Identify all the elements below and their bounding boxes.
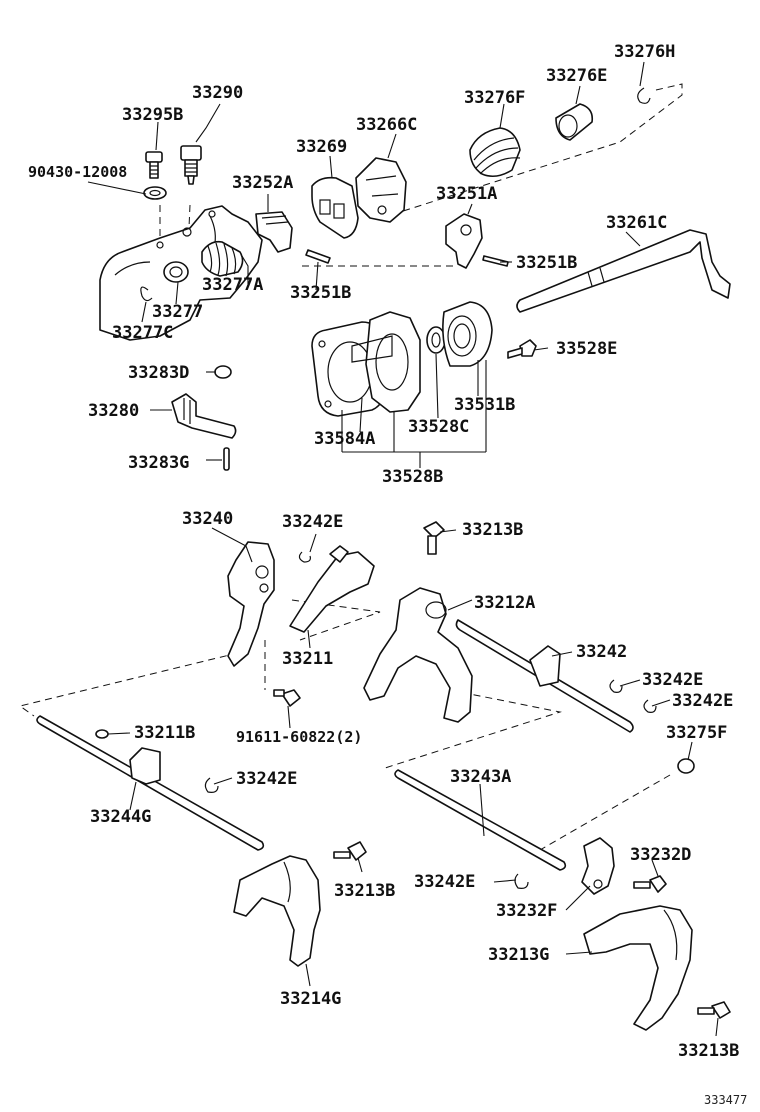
bolt-91611-60822	[273, 689, 301, 707]
callout-33277c: 33277C	[112, 323, 173, 343]
callout-33244g: 33244G	[90, 807, 151, 827]
clip-33242e-5	[514, 873, 529, 889]
callout-33261c: 33261C	[606, 213, 667, 233]
plug-33275f	[677, 758, 695, 774]
callout-33213b-1: 33213B	[462, 520, 523, 540]
callout-33242e-4: 33242E	[236, 769, 297, 789]
shaft-33244g	[36, 715, 265, 851]
callout-33251a: 33251A	[436, 184, 497, 204]
callout-labels: 33276H 33276E 33290 33276F 33295B 33266C…	[28, 42, 747, 1107]
callout-33211: 33211	[282, 649, 333, 669]
callout-33275f: 33275F	[666, 723, 727, 743]
clip-33242e-3	[643, 699, 657, 713]
callout-33290: 33290	[192, 83, 243, 103]
shaft-33243a	[394, 769, 567, 871]
callout-33242e-1: 33242E	[282, 512, 343, 532]
callout-33251b: 33251B	[290, 283, 351, 303]
holder-33252a	[255, 211, 293, 253]
gasket-90430	[143, 186, 167, 200]
callout-33276f: 33276F	[464, 88, 525, 108]
callout-33213b-2: 33213B	[334, 881, 395, 901]
shaft-33261c	[516, 229, 731, 313]
callout-33213g: 33213G	[488, 945, 549, 965]
callout-33277a: 33277A	[202, 275, 263, 295]
clip-33242e-1	[298, 551, 311, 563]
callout-33243a: 33243A	[450, 767, 511, 787]
pin-33251b-right	[482, 255, 509, 267]
callout-33251b-top: 33251B	[516, 253, 577, 273]
callout-33232d: 33232D	[630, 845, 691, 865]
callout-91611-60822: 91611-60822(2)	[236, 728, 362, 746]
callout-33277: 33277	[152, 302, 203, 322]
callout-33242: 33242	[576, 642, 627, 662]
callout-33276h: 33276H	[614, 42, 675, 62]
leader-lines	[87, 61, 719, 1037]
plug-33283d	[214, 365, 232, 379]
pin-33211b	[95, 729, 109, 739]
bolt-33232d	[633, 875, 667, 893]
callout-33283g: 33283G	[128, 453, 189, 473]
pin-33283g	[223, 447, 230, 471]
plug-33295b	[145, 151, 163, 179]
bolt-33528e	[507, 339, 537, 359]
pin-33251b-left	[305, 249, 331, 264]
callout-90430-12008: 90430-12008	[28, 163, 127, 181]
callout-33242e-3: 33242E	[672, 691, 733, 711]
callout-33528c: 33528C	[408, 417, 469, 437]
spring-33277a	[201, 240, 244, 277]
spring-33276f	[469, 127, 521, 178]
bearing-33531b	[442, 301, 493, 367]
callout-33252a: 33252A	[232, 173, 293, 193]
callout-33240: 33240	[182, 509, 233, 529]
shaft-33242	[455, 619, 634, 733]
callout-33242e-5: 33242E	[414, 872, 475, 892]
bracket-33240	[227, 541, 275, 667]
lever-33211	[289, 545, 375, 633]
callout-33283d: 33283D	[128, 363, 189, 383]
sensor-33290	[180, 145, 202, 185]
callout-33584a: 33584A	[314, 429, 375, 449]
snap-ring-33277c	[140, 286, 153, 302]
callout-33528e: 33528E	[556, 339, 617, 359]
bolt-33213b-2	[333, 841, 367, 861]
bolt-33213b-1	[423, 521, 445, 555]
shift-head-33232f	[581, 837, 615, 895]
callout-33242e-2: 33242E	[642, 670, 703, 690]
callout-33269: 33269	[296, 137, 347, 157]
clip-33242e-4	[204, 777, 219, 793]
callout-33211b: 33211B	[134, 723, 195, 743]
callout-33295b: 33295B	[122, 105, 183, 125]
callout-33213b-3: 33213B	[678, 1041, 739, 1061]
guide-33266c	[355, 157, 407, 223]
shift-fork-33212a	[363, 587, 473, 723]
callout-33276e: 33276E	[546, 66, 607, 86]
callout-33280: 33280	[88, 401, 139, 421]
callout-33528b: 33528B	[382, 467, 443, 487]
cap-33277	[163, 261, 189, 283]
snap-ring-33276h	[637, 87, 651, 104]
callout-33531b: 33531B	[454, 395, 515, 415]
plate-33269	[311, 176, 359, 239]
shift-fork-33214g	[233, 855, 321, 967]
figure-number: 333477	[704, 1093, 747, 1107]
callout-33232f: 33232F	[496, 901, 557, 921]
shaft-33280	[171, 393, 237, 439]
shift-fork-33213g	[583, 905, 693, 1031]
callout-33214g: 33214G	[280, 989, 341, 1009]
collar-33276e	[555, 103, 594, 141]
bolt-33213b-3	[697, 1001, 731, 1019]
lever-33251a	[445, 213, 483, 269]
clip-33242e-2	[609, 679, 623, 693]
bearing-retainer-33528b	[351, 311, 421, 413]
callout-33212a: 33212A	[474, 593, 535, 613]
callout-33266c: 33266C	[356, 115, 417, 135]
